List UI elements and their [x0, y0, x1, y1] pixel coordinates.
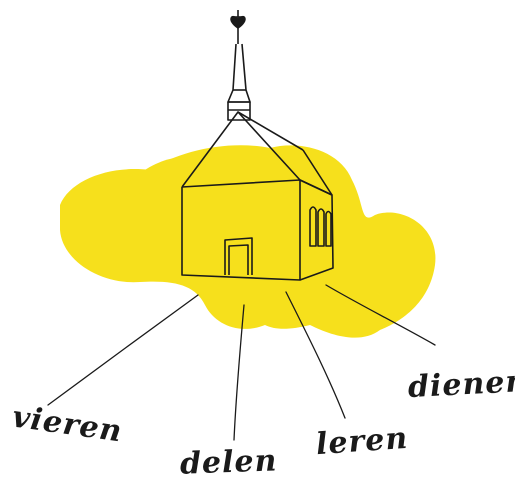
church-icon — [181, 43, 334, 281]
line-leren — [285, 291, 346, 419]
line-delen — [233, 304, 245, 441]
word-leren: leren — [314, 420, 410, 463]
heart-weathervane-icon — [230, 10, 246, 44]
yellow-brush-tail — [340, 303, 395, 327]
word-delen: delen — [179, 443, 278, 482]
word-dienen: dienen — [407, 363, 515, 406]
connector-lines — [47, 284, 436, 441]
line-vieren — [47, 294, 199, 406]
yellow-brush-blob — [60, 145, 436, 338]
yellow-brush-streak — [120, 158, 175, 200]
line-dienen — [325, 284, 436, 346]
